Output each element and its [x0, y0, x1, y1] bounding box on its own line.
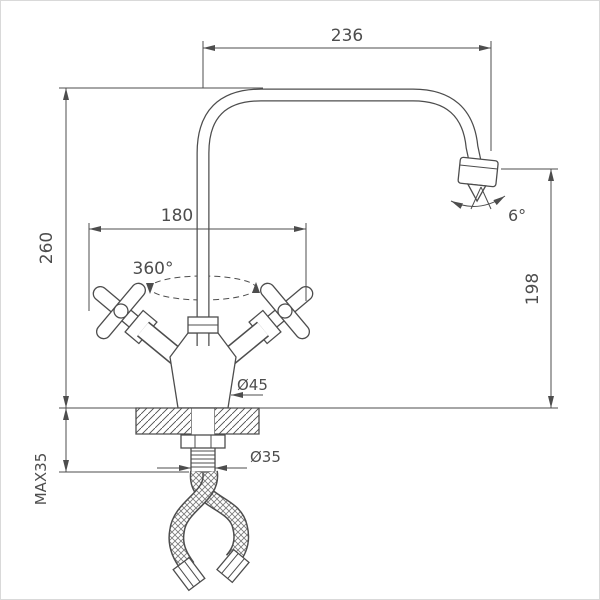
dim-body-diameter-label: Ø45 [237, 376, 268, 394]
dimension-max-deck: MAX35 [32, 408, 189, 505]
hose-nut-left [172, 556, 206, 592]
swivel-angle-label: 360° [133, 259, 174, 279]
dimension-reach: 180 [88, 206, 307, 311]
swivel-indicator [146, 275, 260, 301]
swivel-arrow-right [252, 282, 260, 293]
riser-collar [187, 316, 219, 334]
dimension-outlet-height: 198 [501, 168, 558, 408]
handle-left-hub [113, 303, 129, 319]
deck-hatch-right [215, 408, 259, 434]
dimension-top-width: 236 [202, 26, 492, 151]
tilt-indicator: 6° [450, 186, 526, 225]
dimension-total-height: 260 [37, 87, 263, 408]
dim-max-deck-label: MAX35 [32, 453, 50, 506]
deck-hatch-left [136, 408, 191, 434]
dimension-body-diameter: Ø45 [231, 376, 268, 398]
dim-reach-label: 180 [161, 206, 193, 226]
dimension-shank-diameter: Ø35 [157, 448, 281, 471]
dim-shank-diameter-label: Ø35 [250, 448, 281, 466]
tilt-angle-label: 6° [508, 206, 526, 225]
supply-hose-left [168, 470, 219, 572]
handle-boss-left [136, 321, 184, 365]
dim-top-width-label: 236 [331, 26, 363, 46]
swivel-arrow-left [146, 283, 154, 294]
handle-boss-right [222, 321, 270, 365]
handle-right-hub [277, 303, 293, 319]
locknut [180, 434, 226, 449]
shank-threads [191, 450, 215, 468]
dim-total-height-label: 260 [37, 232, 57, 264]
countertop-deck [59, 407, 558, 435]
spout-pipe [196, 88, 482, 346]
hose-nut-right [216, 548, 250, 584]
dim-outlet-height-label: 198 [523, 273, 543, 305]
